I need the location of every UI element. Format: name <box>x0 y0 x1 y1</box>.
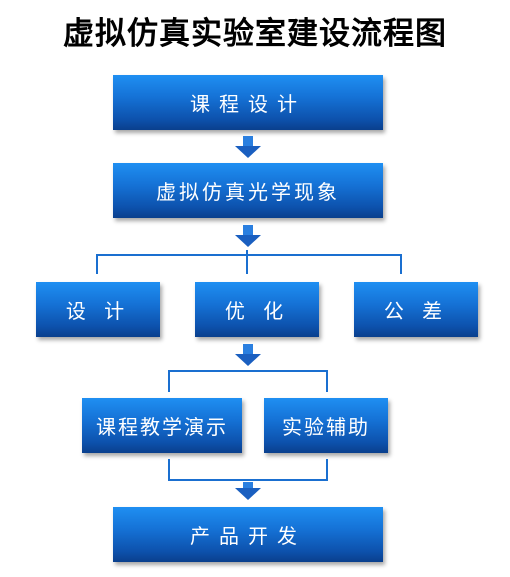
node-tolerance: 公 差 <box>354 282 478 337</box>
node-optimize: 优 化 <box>195 282 319 337</box>
node-product-dev: 产品开发 <box>113 507 383 562</box>
page-title: 虚拟仿真实验室建设流程图 <box>63 16 447 52</box>
node-course-design: 课程设计 <box>113 75 383 130</box>
node-virtual-optics: 虚拟仿真光学现象 <box>113 163 383 218</box>
node-course-demo: 课程教学演示 <box>82 398 242 453</box>
node-experiment-assist: 实验辅助 <box>264 398 388 453</box>
node-design: 设 计 <box>36 282 160 337</box>
